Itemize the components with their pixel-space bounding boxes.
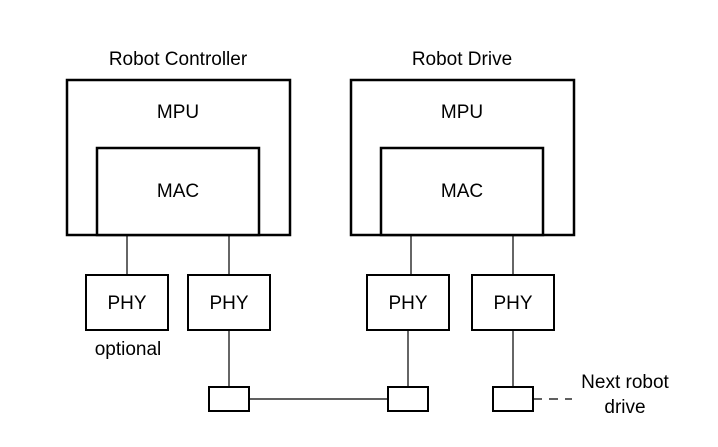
drive-phy-left-label: PHY	[388, 293, 427, 314]
drive-phy-right-label: PHY	[493, 293, 532, 314]
robot-controller-group: Robot Controller MPU MAC PHY PHY optiona…	[65, 49, 292, 360]
optional-note: optional	[95, 339, 162, 360]
drive-mac-box	[379, 146, 545, 237]
controller-phy-right-label: PHY	[209, 293, 248, 314]
robot-controller-title: Robot Controller	[109, 49, 248, 70]
drive-right-connector	[492, 386, 534, 412]
drive-mpu-label: MPU	[441, 102, 483, 123]
drive-mac-label: MAC	[441, 181, 483, 202]
next-drive-label-line2: drive	[604, 397, 645, 418]
controller-mac-box	[95, 146, 261, 237]
controller-phy-left-box	[85, 274, 169, 331]
drive-left-connector	[387, 386, 429, 412]
robot-drive-group: Robot Drive MPU MAC PHY PHY	[349, 49, 576, 331]
controller-mpu-label: MPU	[157, 102, 199, 123]
robot-drive-title: Robot Drive	[412, 49, 512, 70]
drive-phy-left-box	[366, 274, 450, 331]
next-drive-label-group: Next robot drive	[581, 372, 669, 418]
controller-phy-right-box	[187, 274, 271, 331]
controller-mac-label: MAC	[157, 181, 199, 202]
controller-connector	[208, 386, 250, 412]
drive-phy-right-box	[471, 274, 555, 331]
cabling-group	[208, 330, 572, 412]
controller-phy-left-label: PHY	[107, 293, 146, 314]
next-drive-label-line1: Next robot	[581, 372, 669, 393]
